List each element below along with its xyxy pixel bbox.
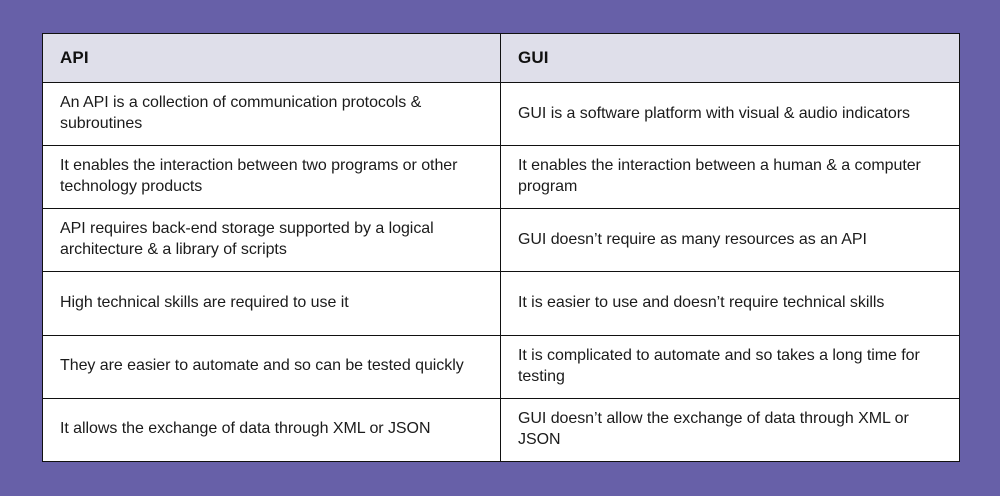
table-row: It allows the exchange of data through X… xyxy=(42,397,960,463)
cell-gui: It is complicated to automate and so tak… xyxy=(500,334,960,399)
api-vs-gui-comparison-table: API GUI An API is a collection of commun… xyxy=(42,33,960,463)
cell-api: API requires back-end storage supported … xyxy=(42,208,501,273)
cell-text: GUI doesn’t require as many resources as… xyxy=(518,230,867,248)
table-header: API GUI xyxy=(42,33,960,83)
cell-gui: GUI doesn’t allow the exchange of data t… xyxy=(500,397,960,463)
column-header-api: API xyxy=(42,33,501,83)
cell-text: It is complicated to automate and so tak… xyxy=(518,346,920,385)
table-row: An API is a collection of communication … xyxy=(42,81,960,147)
column-header-gui: GUI xyxy=(500,33,960,83)
table-row: They are easier to automate and so can b… xyxy=(42,334,960,399)
table-row: It enables the interaction between two p… xyxy=(42,145,960,210)
cell-api: An API is a collection of communication … xyxy=(42,81,501,147)
table-row: API requires back-end storage supported … xyxy=(42,208,960,273)
cell-text: It is easier to use and doesn’t require … xyxy=(518,294,885,312)
cell-gui: It is easier to use and doesn’t require … xyxy=(500,271,960,336)
cell-text: GUI doesn’t allow the exchange of data t… xyxy=(518,409,909,448)
cell-api: They are easier to automate and so can b… xyxy=(42,334,501,399)
cell-gui: It enables the interaction between a hum… xyxy=(500,145,960,210)
cell-api: It allows the exchange of data through X… xyxy=(42,397,501,463)
table-body: An API is a collection of communication … xyxy=(42,81,960,463)
cell-text: They are easier to automate and so can b… xyxy=(60,357,464,375)
table-header-row: API GUI xyxy=(42,33,960,83)
cell-text: It allows the exchange of data through X… xyxy=(60,420,431,438)
cell-text: An API is a collection of communication … xyxy=(60,94,422,133)
table-row: High technical skills are required to us… xyxy=(42,271,960,336)
cell-gui: GUI is a software platform with visual &… xyxy=(500,81,960,147)
cell-api: It enables the interaction between two p… xyxy=(42,145,501,210)
cell-text: High technical skills are required to us… xyxy=(60,294,349,312)
cell-text: It enables the interaction between two p… xyxy=(60,157,458,196)
comparison-table-container: API GUI An API is a collection of commun… xyxy=(42,33,960,463)
cell-gui: GUI doesn’t require as many resources as… xyxy=(500,208,960,273)
cell-text: API requires back-end storage supported … xyxy=(60,220,434,259)
cell-api: High technical skills are required to us… xyxy=(42,271,501,336)
cell-text: GUI is a software platform with visual &… xyxy=(518,104,910,122)
cell-text: It enables the interaction between a hum… xyxy=(518,157,921,196)
